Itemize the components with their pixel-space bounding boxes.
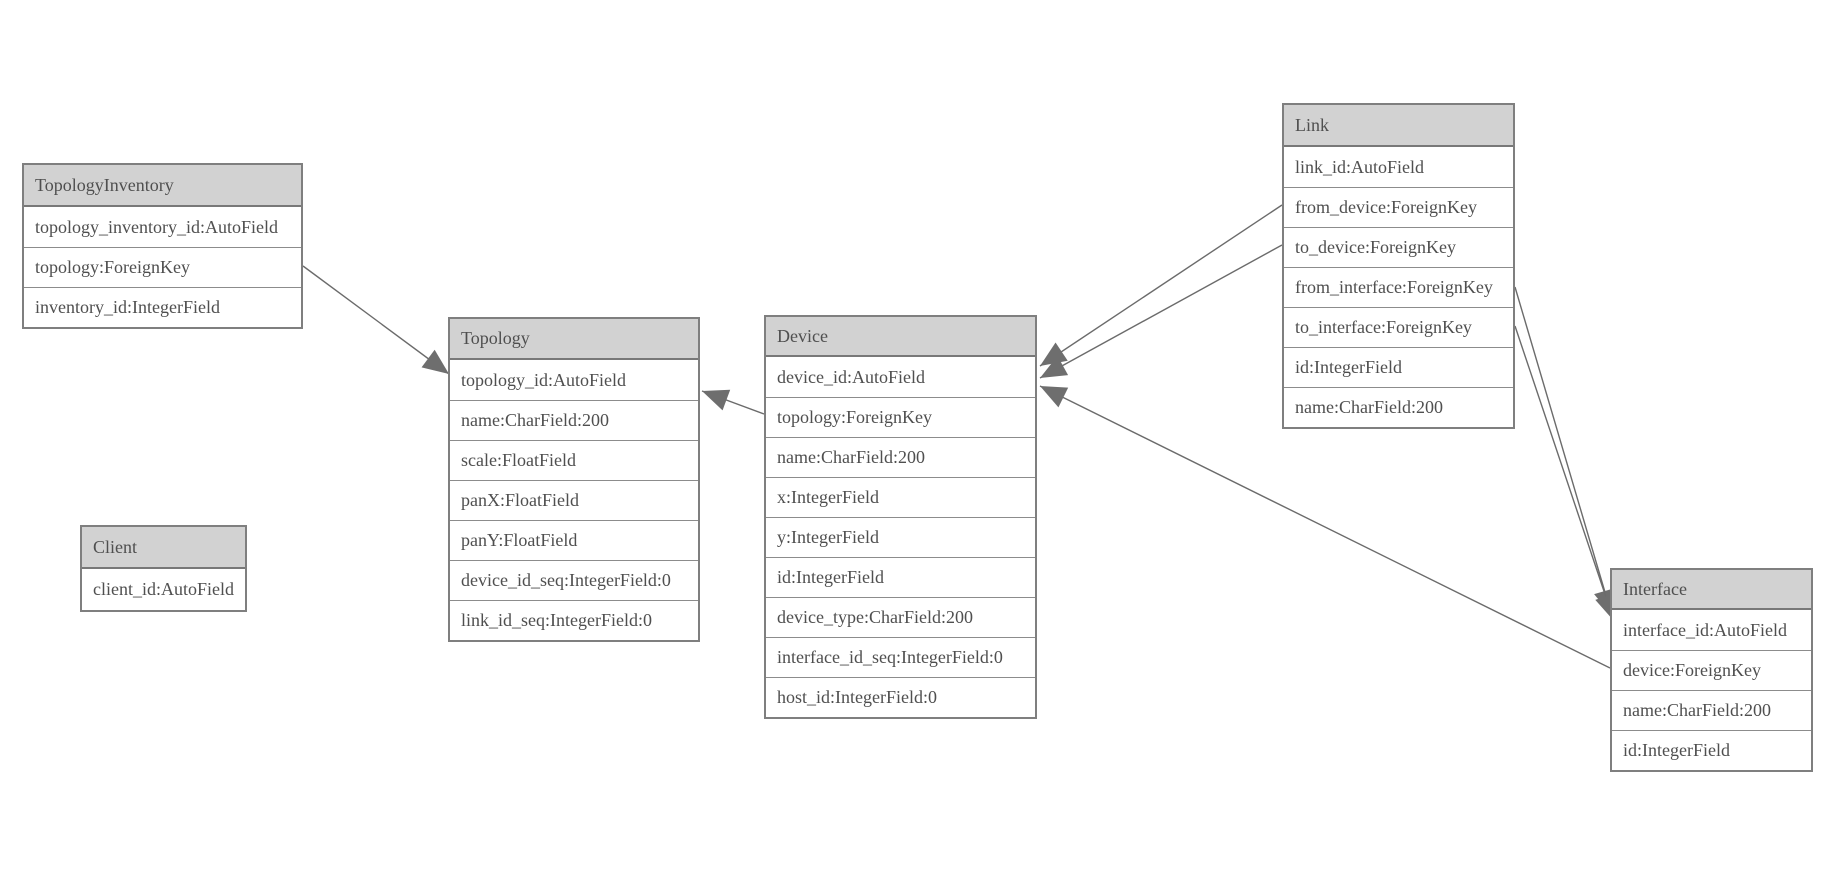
entity-field-row: device_id:AutoField [766, 357, 1035, 397]
arrowhead [421, 349, 449, 374]
entity-field-row: name:CharField:200 [450, 400, 698, 440]
entity-field-row: interface_id_seq:IntegerField:0 [766, 637, 1035, 677]
entity-field-row: name:CharField:200 [1284, 387, 1513, 427]
entity-field-row: y:IntegerField [766, 517, 1035, 557]
entity-field-row: topology:ForeignKey [24, 247, 301, 287]
entity-field-row: scale:FloatField [450, 440, 698, 480]
entity-header: Link [1284, 105, 1513, 147]
entity-field-row: to_device:ForeignKey [1284, 227, 1513, 267]
entity-field-row: host_id:IntegerField:0 [766, 677, 1035, 717]
entity-field-row: panX:FloatField [450, 480, 698, 520]
entity-field-row: device:ForeignKey [1612, 650, 1811, 690]
entity-field-row: device_type:CharField:200 [766, 597, 1035, 637]
edge-link-from_device [1039, 204, 1283, 367]
entity-field-row: id:IntegerField [1612, 730, 1811, 770]
relationship-line [1514, 286, 1613, 617]
relationship-line [1039, 204, 1283, 367]
entity-header: Topology [450, 319, 698, 360]
relationship-line [1514, 325, 1615, 622]
entity-field-row: link_id_seq:IntegerField:0 [450, 600, 698, 640]
entity-field-row: inventory_id:IntegerField [24, 287, 301, 327]
entity-field-row: device_id_seq:IntegerField:0 [450, 560, 698, 600]
entity-field-row: interface_id:AutoField [1612, 610, 1811, 650]
entity-field-row: id:IntegerField [766, 557, 1035, 597]
entity-header: Device [766, 317, 1035, 357]
entity-field-row: link_id:AutoField [1284, 147, 1513, 187]
entity-header: TopologyInventory [24, 165, 301, 207]
relationship-line [1039, 385, 1611, 669]
entity-field-row: to_interface:ForeignKey [1284, 307, 1513, 347]
edge-topologyinventory-topology [302, 265, 450, 375]
arrowhead [1040, 386, 1069, 408]
entity-field-row: name:CharField:200 [1612, 690, 1811, 730]
edge-link-from_interface [1514, 286, 1616, 617]
relationship-line [1039, 244, 1283, 379]
entity-header: Interface [1612, 570, 1811, 610]
entity-field-row: x:IntegerField [766, 477, 1035, 517]
entity-field-row: id:IntegerField [1284, 347, 1513, 387]
relationship-line [302, 265, 450, 375]
entity-field-row: name:CharField:200 [766, 437, 1035, 477]
entity-field-row: topology:ForeignKey [766, 397, 1035, 437]
arrowhead [1040, 355, 1069, 378]
entity-header: Client [82, 527, 245, 569]
entity-field-row: from_interface:ForeignKey [1284, 267, 1513, 307]
entity-field-row: from_device:ForeignKey [1284, 187, 1513, 227]
entity-field-row: topology_id:AutoField [450, 360, 698, 400]
edge-link-to_device [1039, 244, 1283, 379]
entity-field-row: client_id:AutoField [82, 569, 245, 610]
arrowhead [1040, 342, 1068, 366]
edge-interface-device [1039, 385, 1611, 669]
entity-field-row: topology_inventory_id:AutoField [24, 207, 301, 247]
entity-field-row: panY:FloatField [450, 520, 698, 560]
arrowhead [702, 389, 731, 411]
edge-device-topology [701, 389, 765, 415]
